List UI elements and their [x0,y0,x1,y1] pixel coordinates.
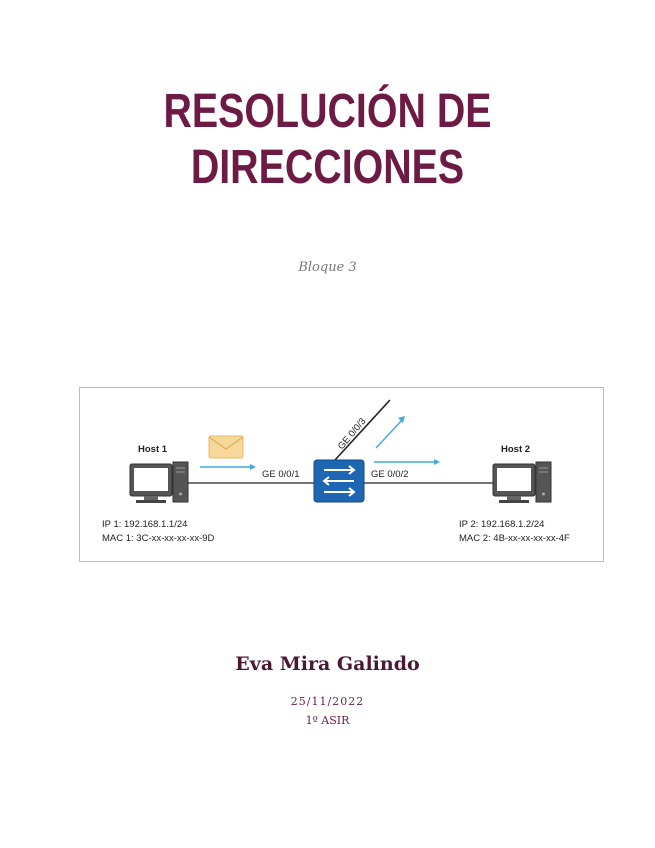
host2-ip: IP 2: 192.168.1.2/24 [459,519,544,530]
port-ge001-label: GE 0/0/1 [262,469,300,480]
host2-label: Host 2 [501,444,530,455]
host1-computer-icon [129,461,189,503]
host1-mac: MAC 1: 3C-xx-xx-xx-xx-9D [102,533,215,544]
port-ge003-label: GE 0/0/3 [336,416,369,452]
author-name: Eva Mira Galindo [235,653,420,675]
title-line-1: RESOLUCIÓN DE [163,85,492,138]
envelope-icon [208,435,244,459]
document-title: RESOLUCIÓN DE DIRECCIONES [59,84,596,196]
title-line-2: DIRECCIONES [190,141,465,194]
host1-ip: IP 1: 192.168.1.1/24 [102,519,187,530]
network-diagram: Host 1 Host 2 GE 0/0/1 GE 0/0/2 GE 0/0/3 [79,387,604,562]
switch-icon [313,459,365,503]
host1-label: Host 1 [138,444,168,455]
document-subtitle: Bloque 3 [298,260,357,275]
document-date: 25/11/2022 [290,695,365,708]
course-label: 1º ASIR [305,714,350,727]
arrow-right-icon [200,464,256,470]
link-switch-port3 [334,399,391,461]
host2-mac: MAC 2: 4B-xx-xx-xx-xx-4F [459,533,570,544]
host2-computer-icon [492,461,552,503]
network-diagram-svg: Host 1 Host 2 GE 0/0/1 GE 0/0/2 GE 0/0/3 [102,399,570,544]
arrow-right-icon-2 [374,459,440,465]
arrow-up-right-icon [375,416,405,449]
port-ge002-label: GE 0/0/2 [371,469,409,480]
